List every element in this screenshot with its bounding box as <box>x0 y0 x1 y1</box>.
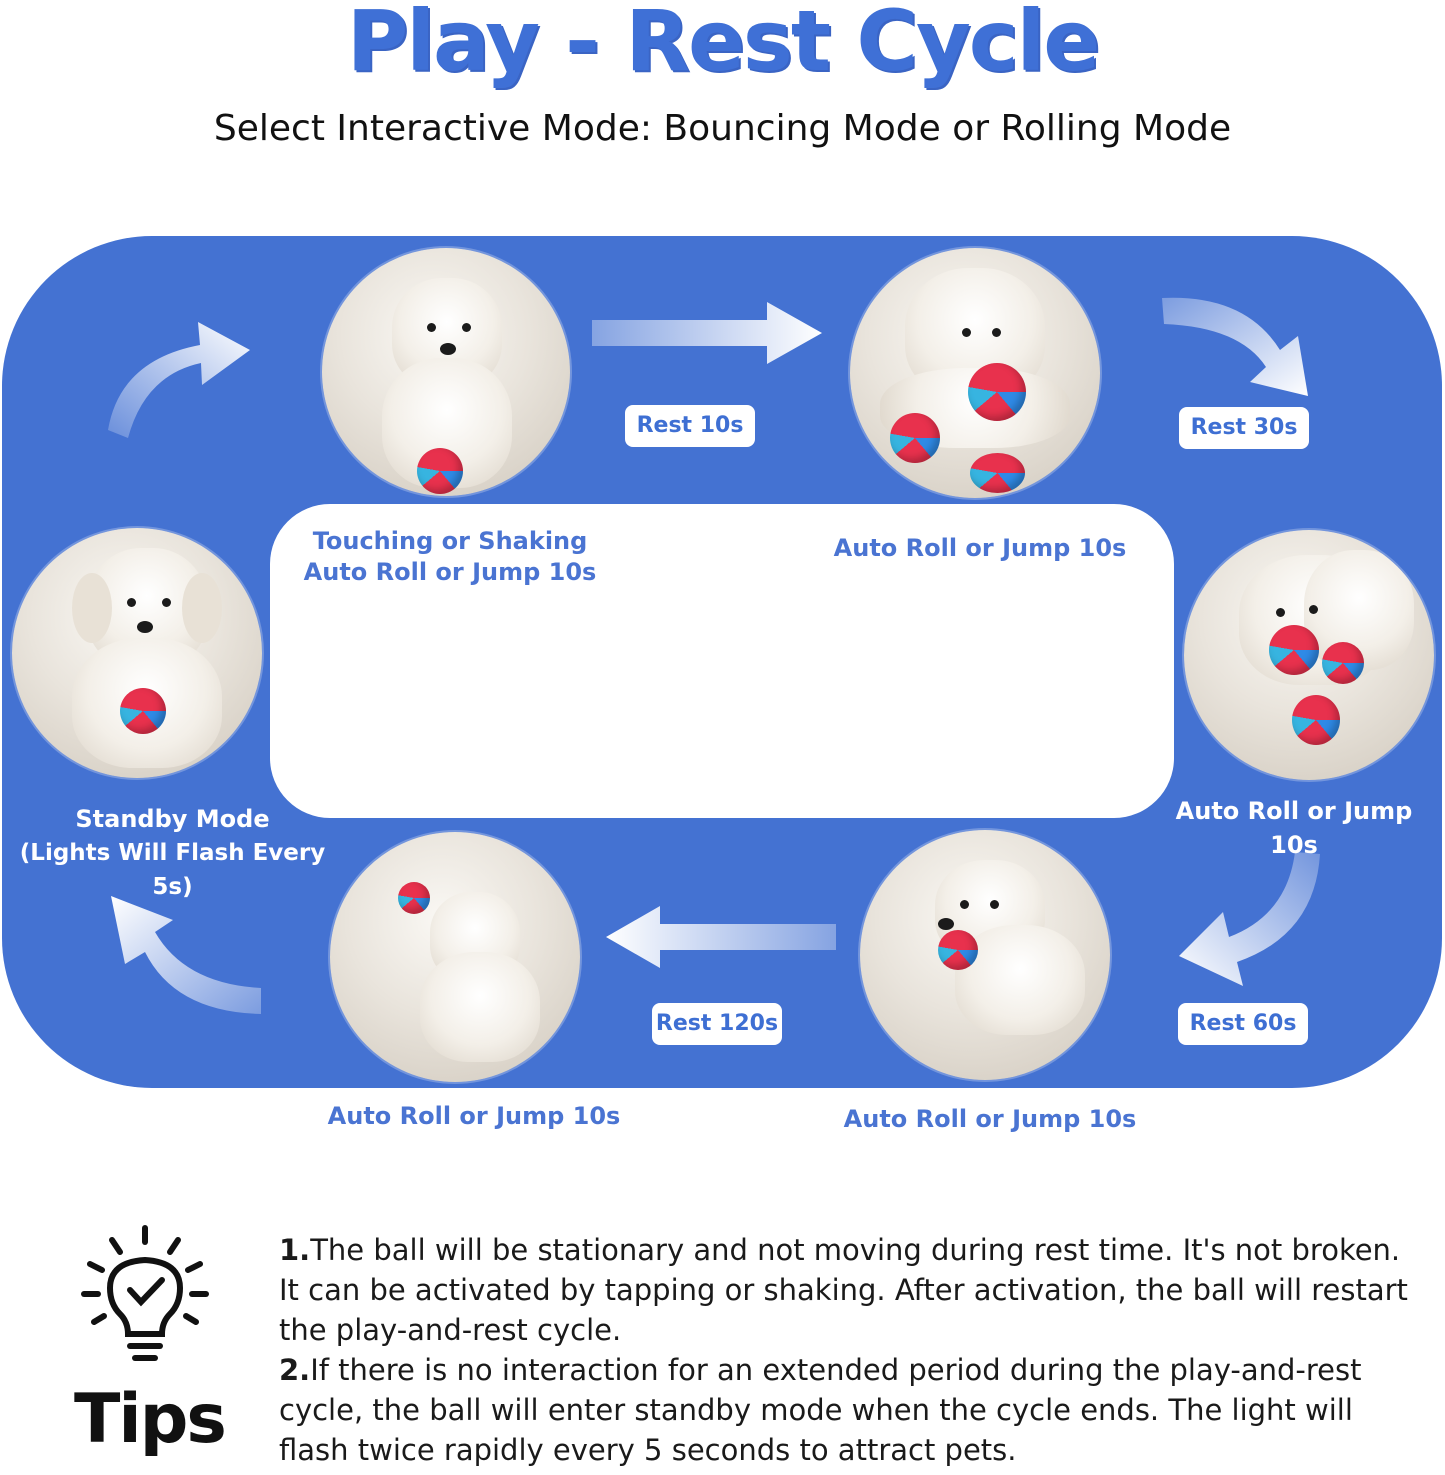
step-3-label: Auto Roll or Jump 10s <box>1175 797 1413 859</box>
arrow-right-top-icon <box>592 302 822 364</box>
arrow-down-right-icon <box>1162 297 1308 396</box>
photo-step-5 <box>330 832 580 1082</box>
tip-item: 1.The ball will be stationary and not mo… <box>279 1230 1419 1350</box>
tip-number: 2. <box>279 1353 311 1387</box>
tip-item: 2.If there is no interaction for an exte… <box>279 1350 1419 1470</box>
step-1-label-line1: Touching or Shaking <box>312 527 588 555</box>
photo-step-1 <box>322 248 570 496</box>
step-2-label: Auto Roll or Jump 10s <box>833 534 1127 562</box>
tip-text: The ball will be stationary and not movi… <box>279 1233 1408 1347</box>
photo-step-4 <box>860 830 1110 1080</box>
tip-text: If there is no interaction for an extend… <box>279 1353 1362 1467</box>
step-1-label: Touching or Shaking Auto Roll or Jump 10… <box>290 526 610 588</box>
photo-standby <box>12 528 262 778</box>
standby-label-line2: (Lights Will Flash Every 5s) <box>19 840 326 900</box>
step-1-label-line2: Auto Roll or Jump 10s <box>303 558 597 586</box>
photo-step-2 <box>850 248 1100 498</box>
page-title: Play - Rest Cycle <box>346 0 1101 90</box>
arrow-up-right-icon <box>108 322 250 438</box>
lightbulb-check-icon <box>81 1225 209 1361</box>
arrow-up-left-icon <box>111 896 261 1014</box>
arrow-left-bottom-icon <box>606 906 836 968</box>
standby-label: Standby Mode (Lights Will Flash Every 5s… <box>0 802 345 904</box>
step-5-label: Auto Roll or Jump 10s <box>327 1102 621 1130</box>
standby-label-line1: Standby Mode <box>75 805 270 833</box>
tips-heading: Tips <box>74 1380 227 1459</box>
step-4-label: Auto Roll or Jump 10s <box>843 1105 1137 1133</box>
center-box <box>270 504 1174 818</box>
tip-number: 1. <box>279 1233 311 1267</box>
arrow-down-left-icon <box>1179 852 1320 986</box>
rest-pill-120s: Rest 120s <box>652 1003 782 1045</box>
rest-pill-10s: Rest 10s <box>625 405 755 447</box>
photo-step-3 <box>1184 530 1434 780</box>
tips-list: 1.The ball will be stationary and not mo… <box>279 1230 1419 1470</box>
rest-pill-60s: Rest 60s <box>1178 1003 1308 1045</box>
rest-pill-30s: Rest 30s <box>1179 407 1309 449</box>
page-subtitle: Select Interactive Mode: Bouncing Mode o… <box>213 108 1232 149</box>
